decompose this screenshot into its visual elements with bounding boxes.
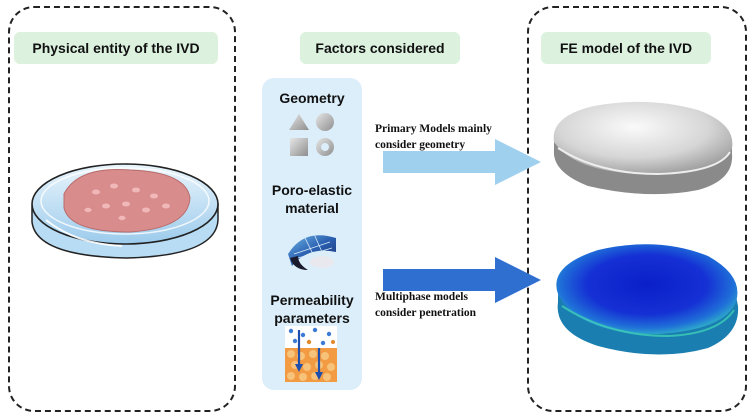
factor-poroelastic-line1: Poro-elastic [271, 182, 353, 198]
left-panel-frame [8, 6, 236, 412]
geometry-shapes-icon [289, 113, 334, 156]
multiphase-model-note: Multiphase models consider penetration [375, 289, 476, 321]
factor-permeability-line2: parameters [274, 310, 350, 326]
primary-model-note-line2: consider geometry [375, 139, 466, 151]
factor-permeability-line1: Permeability [270, 292, 354, 308]
primary-model-arrow [383, 139, 541, 185]
fe-model-title: FE model of the IVD [541, 32, 711, 64]
porous-material-icon [288, 233, 336, 270]
multiphase-model-note-line1: Multiphase models [375, 291, 468, 303]
permeability-icon [285, 326, 337, 382]
factor-poroelastic-label: Poro-elastic material [262, 181, 362, 217]
right-panel-frame [527, 6, 747, 412]
primary-model-note: Primary Models mainly consider geometry [375, 121, 492, 153]
primary-model-note-line1: Primary Models mainly [375, 123, 492, 135]
factors-title: Factors considered [300, 32, 460, 64]
multiphase-model-arrow [383, 257, 541, 303]
factor-permeability-label: Permeability parameters [262, 291, 362, 327]
factor-geometry-label: Geometry [279, 90, 345, 106]
physical-ivd-disc-illustration [31, 163, 219, 259]
multiphase-model-note-line2: consider penetration [375, 307, 477, 319]
physical-entity-title: Physical entity of the IVD [14, 32, 218, 64]
fe-model-multiphase-illustration [556, 244, 739, 355]
factor-poroelastic-line2: material [285, 200, 339, 216]
fe-model-geometry-illustration [553, 101, 733, 195]
